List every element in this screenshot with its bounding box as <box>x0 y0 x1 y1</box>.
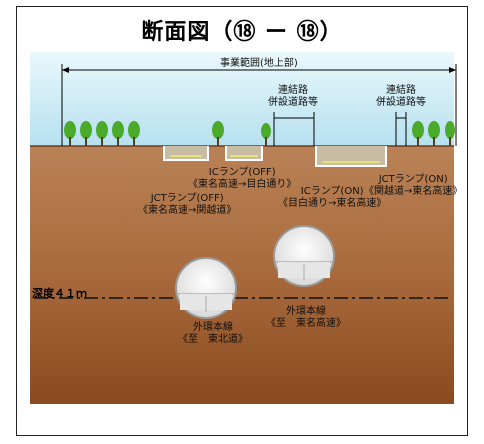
gaikan-north-label: 外環本線 《至 東北道》 <box>178 322 248 345</box>
ground <box>30 146 454 404</box>
tunnel-gaikan-tomei <box>273 225 335 287</box>
jct-ramp-off-trench <box>225 146 263 161</box>
jct-ramp-off-label: JCTランプ(OFF) 《東名高速→関越道》 <box>138 193 237 216</box>
tree-icon <box>428 121 440 146</box>
jct-ramp-on-label: JCTランプ(ON) 《関越道→東名高速》 <box>364 174 463 197</box>
on-ramps-trench <box>315 146 387 167</box>
link-road-1-label: 連結路 併設道路等 <box>268 85 318 108</box>
ic-ramp-off-label: ICランプ(OFF) 《東名高速→目白通り》 <box>188 167 297 190</box>
depth-label: 深度４１ｍ <box>32 287 87 300</box>
tree-icon <box>80 121 92 146</box>
trees <box>64 121 455 146</box>
tree-icon <box>128 121 140 146</box>
tree-icon <box>112 121 124 146</box>
link-road-2-label: 連結路 併設道路等 <box>376 85 426 108</box>
link-road-bracket-2 <box>395 112 407 146</box>
tree-icon <box>445 121 455 146</box>
tunnel-gaikan-north <box>175 257 237 319</box>
project-range-label: 事業範囲(地上部) <box>220 58 298 69</box>
project-range-arrow <box>61 64 457 146</box>
tree-icon <box>261 123 271 146</box>
link-road-bracket-1 <box>273 112 315 146</box>
tree-icon <box>212 121 224 146</box>
ic-ramp-off-trench <box>163 146 209 161</box>
tree-icon <box>412 121 424 146</box>
ic-ramp-on-label: ICランプ(ON) 《目白通り→東名高速》 <box>278 186 387 209</box>
gaikan-tomei-label: 外環本線 《至 東名高速》 <box>266 306 346 329</box>
tree-icon <box>96 121 108 146</box>
tree-icon <box>64 121 76 146</box>
diagram-title: 断面図（⑱ ー ⑱） <box>141 20 343 45</box>
